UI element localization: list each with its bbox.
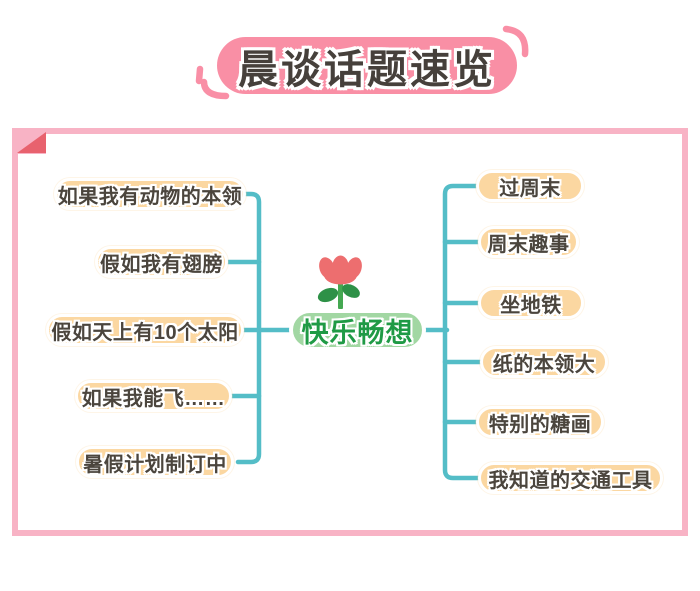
branch-label: 坐地铁 [500,294,562,317]
branch-node-left-4: 如果我能飞…… [75,380,232,412]
deco-dash-bottom-left-icon [195,65,204,85]
branch-node-left-2: 假如我有翅膀 [95,246,228,278]
branch-label: 特别的糖画 [488,413,592,436]
page-title: 晨谈话题速览 [238,47,496,92]
page-title-pill: 晨谈话题速览 [217,37,517,94]
branch-node-left-1: 如果我有动物的本领 [54,178,246,210]
branch-label: 如果我有动物的本领 [57,185,243,208]
branch-node-right-4: 纸的本领大 [480,346,608,378]
branch-label: 假如天上有10个太阳 [51,321,239,344]
deco-arc-bottom-left-icon [200,78,230,100]
center-node-label: 快乐畅想 [301,317,414,348]
branch-label: 纸的本领大 [492,353,596,376]
branch-node-right-6: 我知道的交通工具 [478,462,663,494]
branch-label: 假如我有翅膀 [100,253,223,276]
center-node: 快乐畅想 [289,309,426,351]
branch-label: 暑假计划制订中 [83,453,227,476]
branch-label: 我知道的交通工具 [488,469,653,492]
branch-node-right-3: 坐地铁 [478,287,584,319]
branch-node-right-2: 周末趣事 [478,226,579,258]
branch-label: 如果我能飞…… [81,387,226,410]
branch-node-right-5: 特别的糖画 [476,406,604,438]
branch-label: 过周末 [499,177,561,200]
branch-node-right-1: 过周末 [476,170,584,202]
branch-node-left-3: 假如天上有10个太阳 [46,314,244,346]
branch-node-left-5: 暑假计划制订中 [76,446,234,478]
branch-label: 周末趣事 [487,233,570,256]
